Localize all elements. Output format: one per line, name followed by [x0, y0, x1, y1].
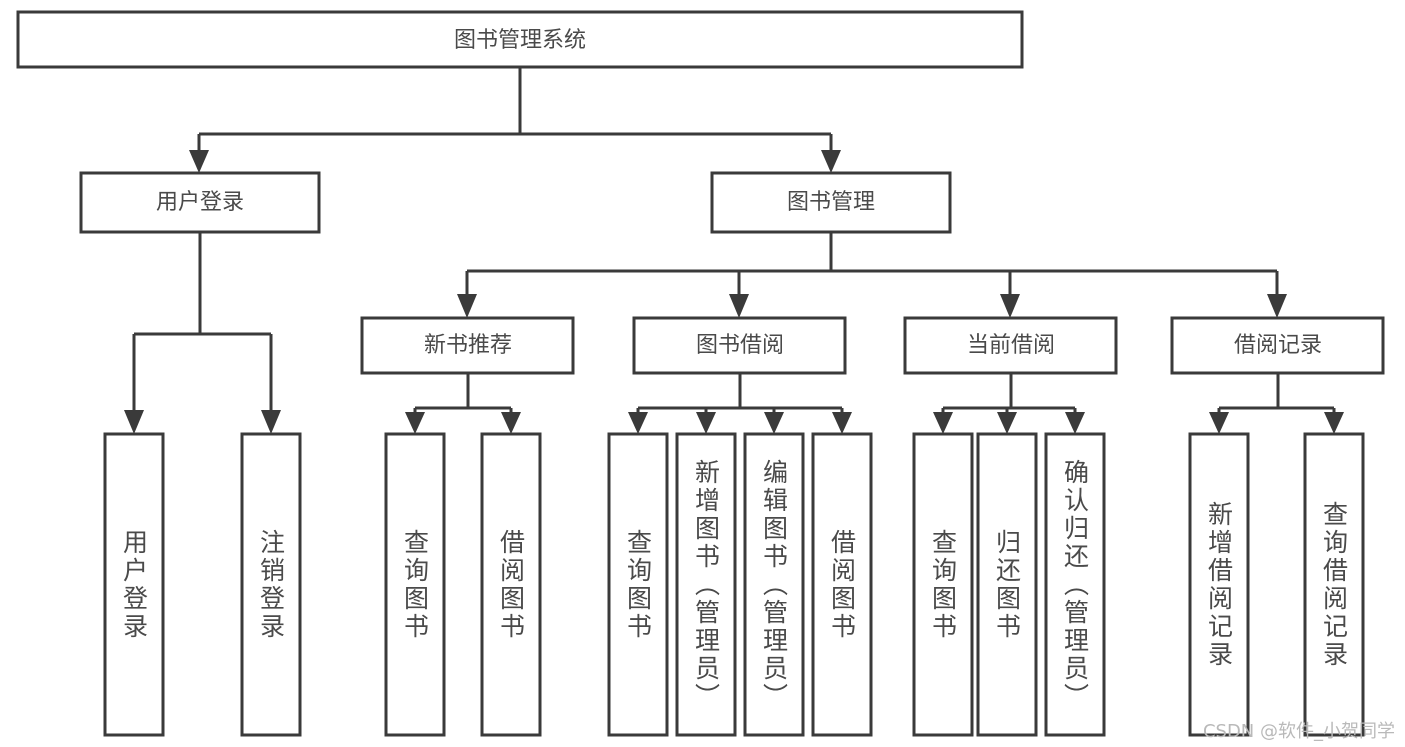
arrow-head-icon [405, 412, 425, 434]
user-login-label: 用户登录 [156, 190, 244, 215]
connector-new-book-recommend-to-leaves [405, 373, 521, 434]
new-book-recommend-box[interactable] [360, 316, 575, 375]
watermark-text: CSDN @软件_小贺同学 [1202, 721, 1395, 742]
leaf-box-user-login[interactable] [103, 432, 165, 737]
leaf-box-borrow-book-2[interactable] [811, 432, 873, 737]
connector-user-login-to-leaves [124, 232, 281, 434]
arrow-head-icon [832, 412, 852, 434]
arrow-head-icon [729, 294, 749, 318]
arrow-head-icon [1324, 412, 1344, 434]
arrow-head-icon [261, 410, 281, 434]
leaf-box-borrow-book-1[interactable] [480, 432, 542, 737]
arrow-head-icon [501, 412, 521, 434]
book-borrow-label: 图书借阅 [696, 333, 784, 358]
node-borrow-record[interactable]: 借阅记录 [1170, 316, 1385, 375]
book-manage-label: 图书管理 [787, 190, 875, 215]
arrow-head-icon [457, 294, 477, 318]
arrow-head-icon [696, 412, 716, 434]
leaf-box-return-book[interactable] [976, 432, 1038, 737]
leaf-box-query-book-3[interactable] [912, 432, 974, 737]
node-root[interactable]: 图书管理系统 [16, 10, 1024, 69]
user-login-box[interactable] [79, 171, 321, 234]
leaf-box-user-logout[interactable] [240, 432, 302, 737]
leaf-box-edit-book[interactable] [743, 432, 805, 737]
arrow-head-icon [821, 150, 841, 173]
leaf-box-add-record[interactable] [1188, 432, 1250, 737]
connector-book-borrow-to-leaves [628, 373, 852, 434]
node-current-borrow[interactable]: 当前借阅 [903, 316, 1118, 375]
current-borrow-box[interactable] [903, 316, 1118, 375]
arrow-head-icon [764, 412, 784, 434]
connector-root-to-level2 [189, 67, 841, 173]
leaf-box-query-book-1[interactable] [384, 432, 446, 737]
connector-borrow-record-to-leaves [1209, 373, 1344, 434]
new-book-recommend-label: 新书推荐 [424, 333, 512, 358]
connector-book-manage-to-level3 [457, 232, 1287, 318]
root-box[interactable] [16, 10, 1024, 69]
current-borrow-label: 当前借阅 [967, 333, 1055, 358]
leaf-box-confirm-return[interactable] [1044, 432, 1106, 737]
arrow-head-icon [628, 412, 648, 434]
root-label: 图书管理系统 [454, 28, 586, 53]
node-book-manage[interactable]: 图书管理 [710, 171, 952, 234]
arrow-head-icon [1000, 294, 1020, 318]
node-user-login[interactable]: 用户登录 [79, 171, 321, 234]
arrow-head-icon [1065, 412, 1085, 434]
arrow-head-icon [933, 412, 953, 434]
node-new-book-recommend[interactable]: 新书推荐 [360, 316, 575, 375]
arrow-head-icon [997, 412, 1017, 434]
arrow-head-icon [1267, 294, 1287, 318]
arrow-head-icon [189, 150, 209, 173]
borrow-record-label: 借阅记录 [1234, 333, 1322, 358]
arrow-head-icon [1209, 412, 1229, 434]
leaf-box-query-record[interactable] [1303, 432, 1365, 737]
connector-current-borrow-to-leaves [933, 373, 1085, 434]
leaf-box-query-book-2[interactable] [607, 432, 669, 737]
arrow-head-icon [124, 410, 144, 434]
leaf-box-add-book[interactable] [675, 432, 737, 737]
node-book-borrow[interactable]: 图书借阅 [632, 316, 847, 375]
